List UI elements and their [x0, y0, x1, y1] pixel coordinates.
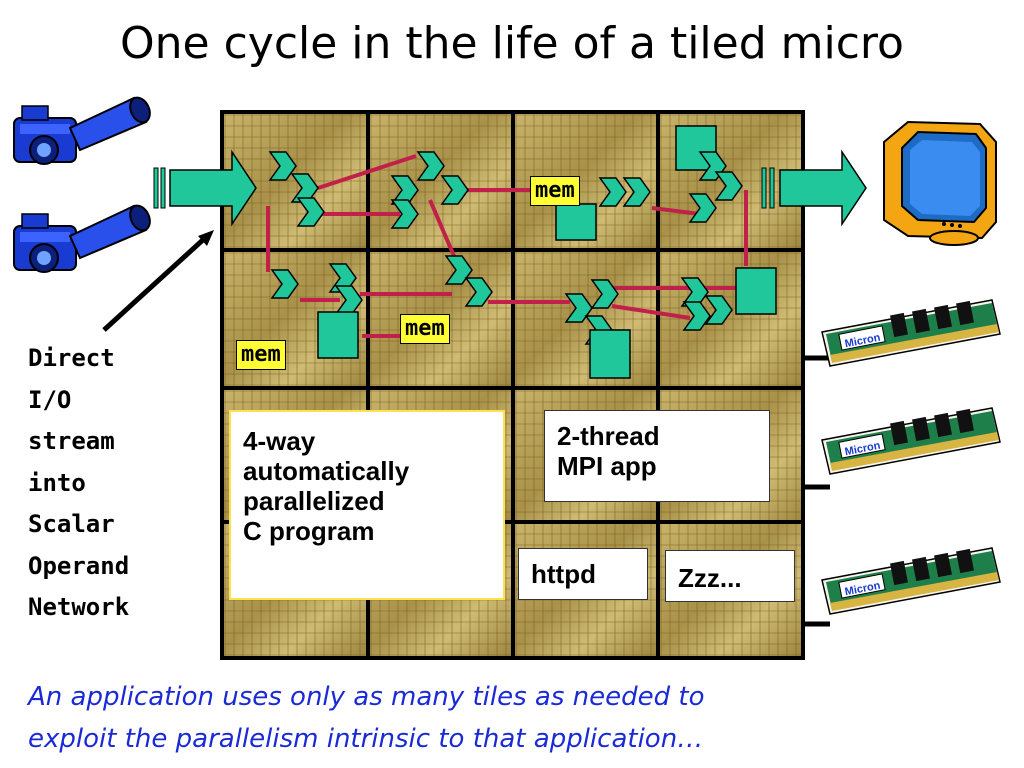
video-camera-icon: [13, 201, 155, 273]
direct-io-label: Direct I/O stream into Scalar Operand Ne…: [28, 338, 129, 629]
box-line: automatically: [243, 456, 410, 486]
mem-block-label: mem: [400, 314, 450, 344]
box-line: parallelized: [243, 486, 385, 516]
label-line: Scalar: [28, 510, 115, 538]
caption-line: exploit the parallelism intrinsic to tha…: [28, 724, 704, 754]
memory-module-icon: [821, 407, 1001, 475]
memory-module-icon: [821, 547, 1001, 615]
httpd-box: httpd: [518, 548, 648, 600]
crt-monitor-icon: [883, 120, 997, 246]
label-line: Direct: [28, 344, 115, 372]
mem-block-label: mem: [236, 340, 286, 370]
box-line: 2-thread: [557, 421, 660, 451]
output-stream-arrow: [761, 149, 867, 227]
label-line: into: [28, 468, 86, 497]
box-line: Zzz...: [678, 563, 742, 593]
slide-title: One cycle in the life of a tiled micro: [120, 18, 904, 69]
functional-units: [269, 125, 777, 379]
input-stream-arrow: [153, 149, 257, 227]
box-line: MPI app: [557, 451, 657, 481]
box-line: httpd: [531, 559, 596, 589]
autoparallel-c-program-box: 4-way automatically parallelized C progr…: [229, 410, 505, 600]
label-line: I/O: [28, 385, 72, 414]
caption-line: An application uses only as many tiles a…: [28, 682, 705, 712]
slide-caption: An application uses only as many tiles a…: [28, 676, 1008, 760]
label-line: Network: [28, 593, 130, 621]
label-line: Operand: [28, 551, 130, 580]
box-line: 4-way: [243, 426, 316, 456]
idle-zzz-box: Zzz...: [665, 550, 795, 602]
memory-module-icon: [821, 299, 1001, 367]
mem-block-label: mem: [530, 176, 580, 206]
video-camera-icon: [13, 93, 155, 165]
label-line: stream: [28, 427, 115, 455]
direct-io-pointer-arrow: [102, 230, 214, 332]
mpi-app-box: 2-thread MPI app: [544, 410, 770, 502]
box-line: C program: [243, 516, 375, 546]
